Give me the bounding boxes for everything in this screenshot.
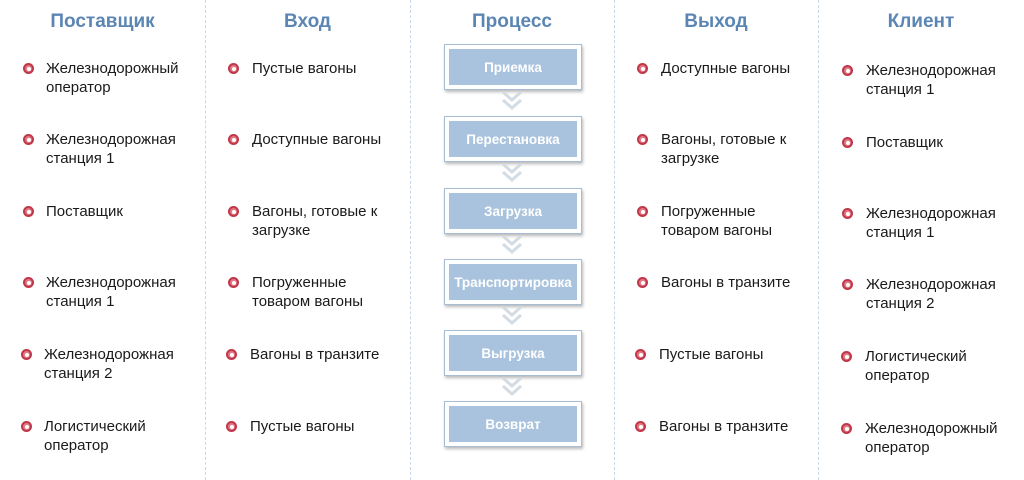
bullet-icon <box>842 279 853 290</box>
process-step-label: Транспортировка <box>454 274 572 290</box>
column-divider <box>818 0 819 480</box>
input-item: Пустые вагоны <box>250 418 355 435</box>
bullet-icon <box>637 206 648 217</box>
chevron-down-icon <box>502 376 522 397</box>
input-item: Доступные вагоны <box>252 131 382 148</box>
bullet-icon <box>228 63 239 74</box>
column-divider <box>614 0 615 480</box>
bullet-icon <box>841 423 852 434</box>
header-input: Вход <box>284 11 331 32</box>
chevron-down-icon <box>502 234 522 255</box>
bullet-icon <box>635 349 646 360</box>
header-process: Процесс <box>472 11 552 32</box>
process-step-box: Приемка <box>449 49 577 85</box>
column-divider <box>410 0 411 480</box>
bullet-icon <box>842 208 853 219</box>
bullet-icon <box>637 277 648 288</box>
output-item: Вагоны в транзите <box>661 274 791 291</box>
chevron-down-icon <box>502 90 522 111</box>
process-step-label: Загрузка <box>484 203 542 219</box>
output-item: Доступные вагоны <box>661 60 791 77</box>
bullet-icon <box>637 134 648 145</box>
process-step-label: Приемка <box>484 59 542 75</box>
chevron-down-icon <box>502 305 522 326</box>
header-client: Клиент <box>887 11 955 32</box>
process-step: Транспортировка <box>444 259 582 305</box>
bullet-icon <box>23 134 34 145</box>
bullet-icon <box>21 421 32 432</box>
bullet-icon <box>21 349 32 360</box>
bullet-icon <box>23 63 34 74</box>
process-step: Загрузка <box>444 188 582 234</box>
process-step-label: Выгрузка <box>481 345 545 361</box>
client-item: Поставщик <box>866 134 943 151</box>
header-supplier: Поставщик <box>50 11 155 32</box>
bullet-icon <box>228 206 239 217</box>
process-step: Возврат <box>444 401 582 447</box>
chevron-down-icon <box>502 162 522 183</box>
bullet-icon <box>226 349 237 360</box>
bullet-icon <box>841 351 852 362</box>
bullet-icon <box>23 206 34 217</box>
process-step: Выгрузка <box>444 330 582 376</box>
process-step-box: Возврат <box>449 406 577 442</box>
bullet-icon <box>23 277 34 288</box>
output-item: Пустые вагоны <box>659 346 764 363</box>
header-output: Выход <box>684 11 748 32</box>
process-step-box: Перестановка <box>449 121 577 157</box>
bullet-icon <box>842 65 853 76</box>
process-step-box: Транспортировка <box>449 264 577 300</box>
process-step-label: Возврат <box>485 416 541 432</box>
input-item: Пустые вагоны <box>252 60 357 77</box>
bullet-icon <box>228 134 239 145</box>
bullet-icon <box>842 137 853 148</box>
bullet-icon <box>226 421 237 432</box>
column-divider <box>205 0 206 480</box>
bullet-icon <box>635 421 646 432</box>
supplier-item: Поставщик <box>46 203 123 220</box>
input-item: Вагоны в транзите <box>250 346 380 363</box>
process-step: Приемка <box>444 44 582 90</box>
process-step: Перестановка <box>444 116 582 162</box>
process-step-box: Загрузка <box>449 193 577 229</box>
bullet-icon <box>637 63 648 74</box>
process-step-label: Перестановка <box>466 131 560 147</box>
process-step-box: Выгрузка <box>449 335 577 371</box>
bullet-icon <box>228 277 239 288</box>
output-item: Вагоны в транзите <box>659 418 789 435</box>
